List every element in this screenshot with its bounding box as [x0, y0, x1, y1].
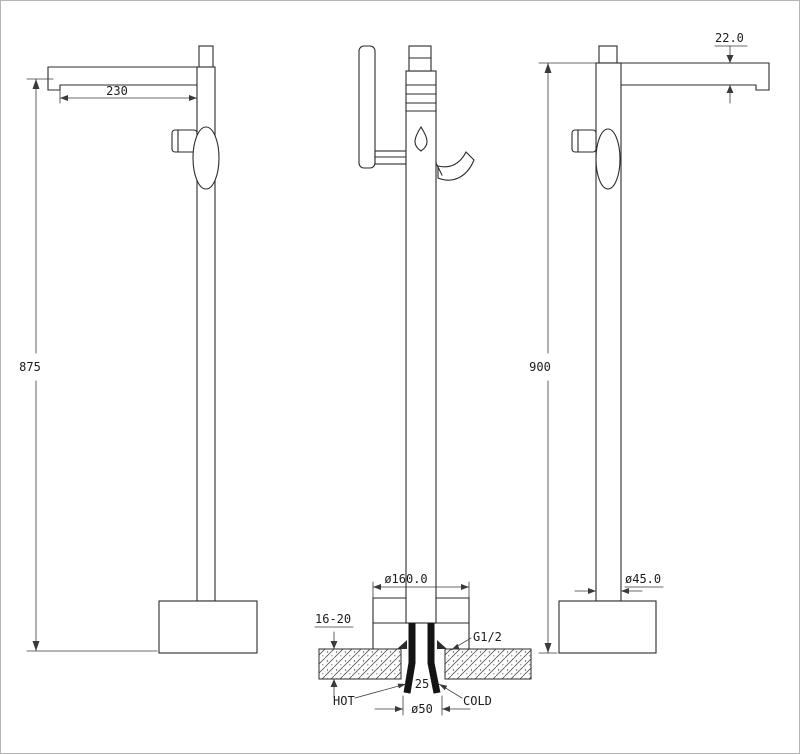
diverter-knob-right — [571, 129, 597, 153]
label-hot: HOT — [333, 694, 355, 708]
hot-inlet-pipe — [403, 623, 416, 694]
escutcheon-oval — [192, 126, 220, 190]
spout-outline — [47, 66, 198, 91]
floor-base-right — [558, 600, 657, 654]
floor-base — [158, 600, 258, 654]
dim-spout-thickness: 22.0 — [714, 31, 748, 104]
dim-label-floor-thickness: 16-20 — [315, 612, 351, 626]
dim-label-overall-height-right: 900 — [529, 360, 551, 374]
droplet-icon — [414, 125, 428, 152]
mixer-lever — [437, 151, 475, 181]
spout-outline-right — [620, 62, 770, 91]
dim-base-diameter: ø160.0 — [372, 572, 470, 599]
faucet-column-front — [405, 70, 437, 624]
cold-inlet-pipe — [427, 623, 441, 694]
callout-hot: HOT — [333, 683, 407, 708]
dim-label-spout-reach: 230 — [106, 84, 128, 98]
column-cap — [198, 45, 214, 70]
mounting-flange — [372, 597, 470, 650]
dim-label-inlet-spacing: ø50 — [411, 702, 433, 716]
escutcheon-oval-right — [595, 128, 621, 190]
dim-overall-height-left: 875 — [19, 78, 158, 652]
lever-stem — [435, 162, 443, 176]
callout-connection-thread: G1/2 — [450, 630, 502, 651]
dim-label-column-diameter: ø45.0 — [625, 572, 661, 586]
floor-slab-left — [318, 648, 402, 680]
hand-shower-wand — [358, 45, 376, 169]
dim-label-spout-thickness: 22.0 — [715, 31, 744, 45]
anchor-mark-right — [437, 640, 447, 649]
dim-label-inlet-offset: 25 — [415, 677, 429, 691]
dim-label-overall-height-left: 875 — [19, 360, 41, 374]
dim-inlet-offset: 25 — [415, 677, 429, 691]
front-view: ø160.0 16-20 G1/2 HOT COLD — [314, 45, 532, 716]
anchor-mark-left — [397, 640, 407, 649]
dim-spout-reach: 230 — [59, 84, 198, 104]
label-connection-thread: G1/2 — [473, 630, 502, 644]
dim-label-base-diameter: ø160.0 — [384, 572, 427, 586]
dim-column-diameter: ø45.0 — [574, 572, 664, 594]
dim-inlet-spacing: ø50 — [374, 695, 471, 716]
spout-bands — [405, 84, 437, 112]
dim-overall-height-right: 900 — [529, 62, 598, 654]
dim-floor-thickness: 16-20 — [314, 612, 354, 698]
floor-slab-right — [444, 648, 532, 680]
left-view: 230 875 — [19, 45, 258, 654]
right-view: 22.0 900 ø45.0 — [529, 31, 770, 654]
callout-cold: COLD — [438, 683, 492, 708]
column-cap-right — [598, 45, 618, 64]
label-cold: COLD — [463, 694, 492, 708]
